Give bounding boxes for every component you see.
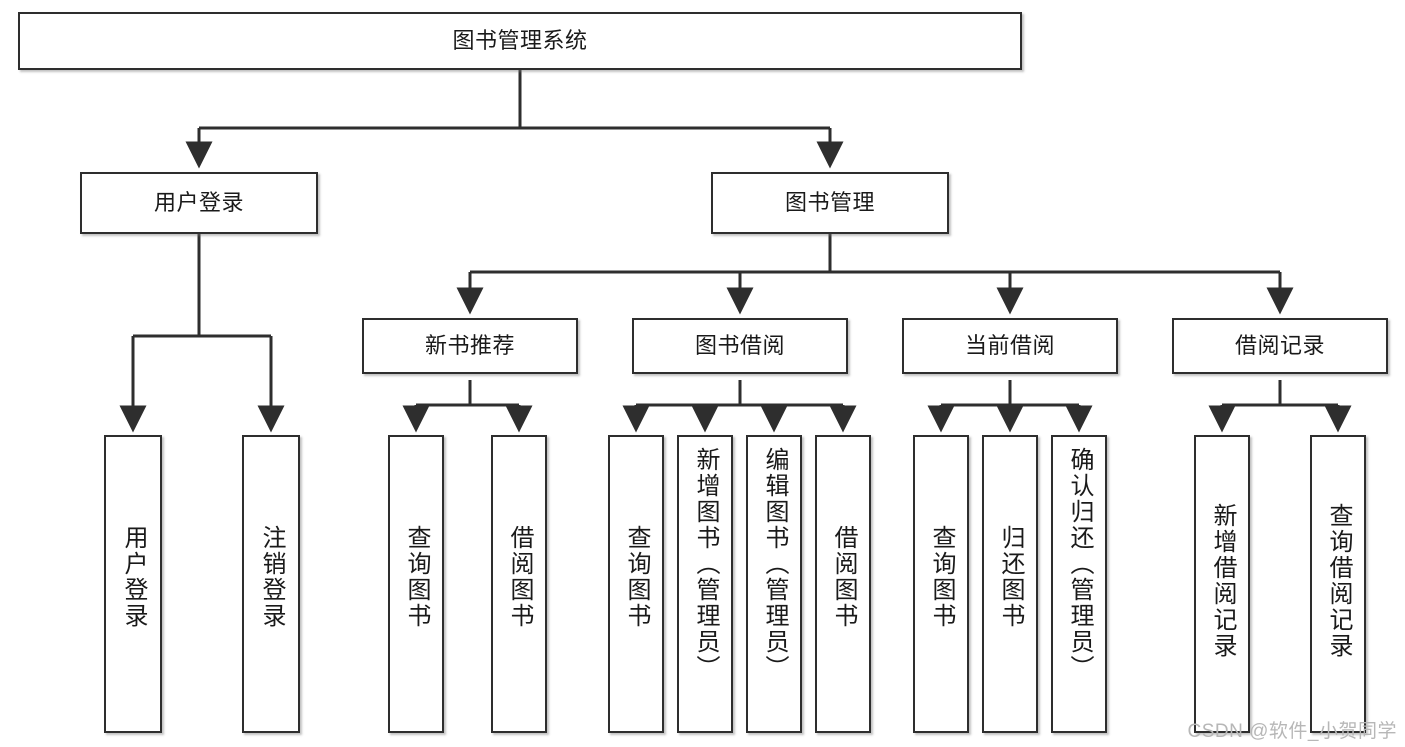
node-leaf-user-login-label: 用户登录 [120,525,147,629]
node-leaf-return-book-label: 归还图书 [997,525,1024,629]
node-leaf-borrow-book-1-label: 借阅图书 [506,525,533,629]
node-leaf-user-login[interactable]: 用户登录 [104,435,162,733]
node-new-book-rec[interactable]: 新书推荐 [362,318,578,374]
csdn-watermark: CSDN @软件_小贺同学 [1187,721,1397,742]
node-leaf-logout-label: 注销登录 [258,525,285,629]
node-root-label: 图书管理系统 [452,28,588,54]
node-leaf-logout[interactable]: 注销登录 [242,435,300,733]
node-leaf-add-record-label: 新增借阅记录 [1209,503,1236,659]
node-user-login-label: 用户登录 [153,190,244,216]
node-user-login[interactable]: 用户登录 [80,172,318,234]
node-leaf-add-book-label: 新增图书（管理员） [692,447,719,681]
node-leaf-query-book-1-label: 查询图书 [403,525,430,629]
node-leaf-query-record[interactable]: 查询借阅记录 [1310,435,1366,733]
node-leaf-edit-book-label: 编辑图书（管理员） [761,447,788,681]
node-book-manage[interactable]: 图书管理 [711,172,949,234]
node-root[interactable]: 图书管理系统 [18,12,1022,70]
node-leaf-query-book-3[interactable]: 查询图书 [913,435,969,733]
node-leaf-confirm-return[interactable]: 确认归还（管理员） [1051,435,1107,733]
node-borrow-record[interactable]: 借阅记录 [1172,318,1388,374]
node-leaf-return-book[interactable]: 归还图书 [982,435,1038,733]
node-current-borrow-label: 当前借阅 [964,333,1055,359]
node-book-borrow[interactable]: 图书借阅 [632,318,848,374]
node-leaf-query-book-1[interactable]: 查询图书 [388,435,444,733]
node-leaf-add-record[interactable]: 新增借阅记录 [1194,435,1250,733]
node-leaf-query-record-label: 查询借阅记录 [1325,503,1352,659]
node-leaf-borrow-book-1[interactable]: 借阅图书 [491,435,547,733]
node-leaf-confirm-return-label: 确认归还（管理员） [1066,447,1093,681]
node-leaf-add-book[interactable]: 新增图书（管理员） [677,435,733,733]
node-leaf-query-book-2-label: 查询图书 [623,525,650,629]
node-leaf-borrow-book-2[interactable]: 借阅图书 [815,435,871,733]
node-book-borrow-label: 图书借阅 [694,333,785,359]
node-book-manage-label: 图书管理 [784,190,875,216]
node-leaf-edit-book[interactable]: 编辑图书（管理员） [746,435,802,733]
node-borrow-record-label: 借阅记录 [1234,333,1325,359]
node-leaf-query-book-3-label: 查询图书 [928,525,955,629]
node-current-borrow[interactable]: 当前借阅 [902,318,1118,374]
node-leaf-borrow-book-2-label: 借阅图书 [830,525,857,629]
node-leaf-query-book-2[interactable]: 查询图书 [608,435,664,733]
node-new-book-rec-label: 新书推荐 [424,333,515,359]
